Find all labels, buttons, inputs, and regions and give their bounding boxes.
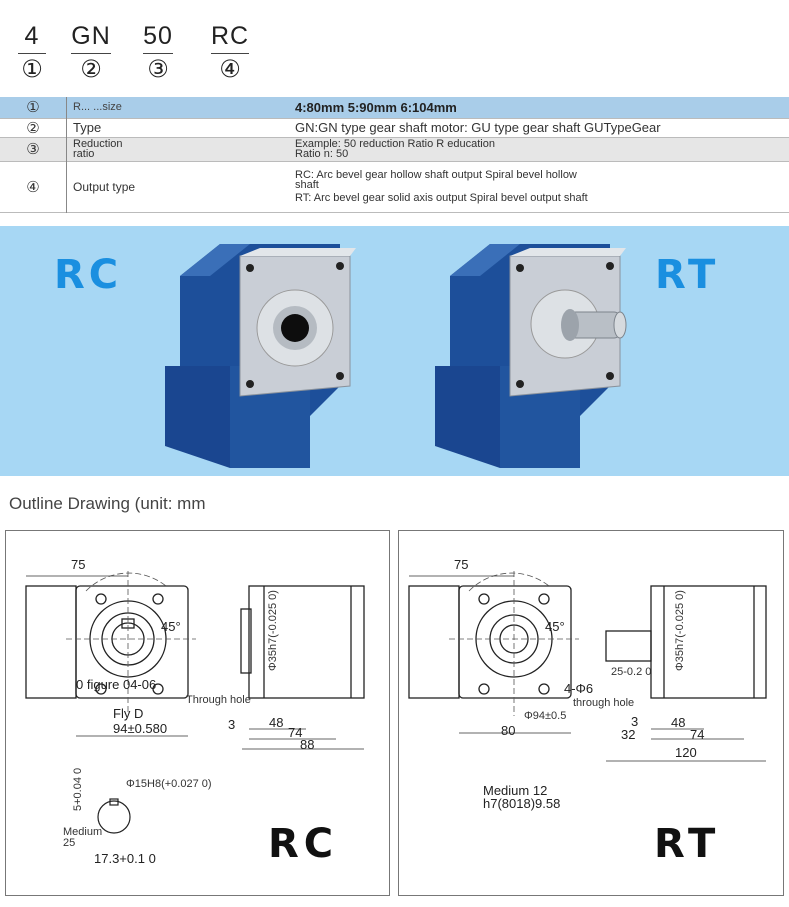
- rc-outline-panel: 75 45° Φ35h7(-0.025 0) 0 figure 04-06 Th…: [5, 530, 390, 896]
- row-value: GN:GN type gear shaft motor: GU type gea…: [295, 120, 661, 135]
- fly-d-label: Fly D: [113, 706, 143, 721]
- code-value: 4: [18, 22, 46, 54]
- dim-75: 75: [454, 557, 468, 572]
- code-index: ③: [147, 56, 169, 83]
- value-line: Example: 50 reduction Ratio R education: [295, 138, 495, 150]
- code-index: ①: [21, 56, 43, 83]
- rc-drawing-label: RC: [268, 821, 338, 867]
- code-value: RC: [210, 22, 250, 54]
- dim-74: 74: [288, 725, 302, 740]
- row-value: RC: Arc bevel gear hollow shaft output S…: [289, 161, 789, 212]
- medium-line: Medium 12: [483, 783, 547, 798]
- code-value: 50: [143, 22, 173, 54]
- dim-80: 80: [501, 723, 515, 738]
- dim-48: 48: [269, 715, 283, 730]
- dim-shaft-dia: Φ35h7(-0.025 0): [674, 590, 686, 671]
- holes-spec: 4-Φ6: [564, 681, 593, 696]
- key-depth: 17.3+0.1 0: [94, 851, 156, 866]
- dim-3: 3: [228, 717, 235, 732]
- spec-row: ④ Output type RC: Arc bevel gear hollow …: [0, 161, 789, 212]
- dim-32: 32: [621, 727, 635, 742]
- code-part-3: 50 ③: [128, 22, 188, 84]
- code-part-2: GN ②: [61, 22, 121, 84]
- row-label: Reduction ratio: [67, 137, 290, 161]
- dim-48: 48: [671, 715, 685, 730]
- pcd-value: Φ94±0.5: [524, 710, 566, 722]
- code-value: GN: [71, 22, 111, 54]
- value-line: Ratio n: 50: [295, 148, 349, 160]
- dim-75: 75: [71, 557, 85, 572]
- code-index: ②: [80, 56, 102, 83]
- row-index: ①: [0, 97, 67, 118]
- row-value: 4:80mm 5:90mm 6:104mm: [295, 99, 457, 115]
- dim-74: 74: [690, 727, 704, 742]
- spec-table: ① R... ...size 4:80mm 5:90mm 6:104mm ② T…: [0, 97, 789, 213]
- spec-row: ③ Reduction ratio Example: 50 reduction …: [0, 137, 789, 161]
- rc-gearbox-image: [165, 244, 356, 468]
- medium-label: Medium: [63, 826, 102, 838]
- value-line: shaft: [295, 179, 319, 191]
- product-banner: RC RT: [0, 226, 789, 476]
- label-line: ratio: [73, 148, 95, 160]
- row-index: ②: [0, 118, 67, 137]
- row-value: Example: 50 reduction Ratio R education …: [289, 137, 789, 161]
- dim-angle: 45°: [161, 619, 181, 634]
- through-hole-note: through hole: [573, 697, 634, 709]
- pcd-value: 94±0.580: [113, 721, 167, 736]
- rt-outline-panel: 75 45° 4-Φ6 through hole Φ94±0.5 80 Φ35h…: [398, 530, 784, 896]
- rt-banner-label: RT: [655, 252, 720, 298]
- row-index: ③: [0, 137, 67, 161]
- row-index: ④: [0, 161, 67, 212]
- label-line: Reduction: [73, 138, 123, 150]
- figure-note: 0 figure 04-06: [76, 677, 156, 692]
- value-line: RC: Arc bevel gear hollow shaft output S…: [295, 169, 577, 181]
- row-label: Type: [73, 120, 102, 135]
- shaft-length: 25-0.2 0: [611, 666, 651, 678]
- dim-angle: 45°: [545, 619, 565, 634]
- key-width: 5+0.04 0: [72, 768, 84, 811]
- dim-120: 120: [675, 745, 697, 760]
- dim-shaft-dia: Φ35h7(-0.025 0): [267, 590, 279, 671]
- keyway-dia: Φ15H8(+0.027 0): [126, 778, 212, 790]
- spec-row: ② Type GN:GN type gear shaft motor: GU t…: [0, 118, 789, 137]
- row-label: R... ...size: [73, 101, 122, 114]
- rt-drawing: 75 45° 4-Φ6 through hole Φ94±0.5 80 Φ35h…: [408, 557, 767, 867]
- dim-88: 88: [300, 737, 314, 752]
- outline-drawing-title: Outline Drawing (unit: mm: [9, 494, 206, 513]
- rt-gearbox-image: [435, 244, 627, 468]
- code-index: ④: [219, 56, 241, 83]
- rc-drawing: 75 45° Φ35h7(-0.025 0) 0 figure 04-06 Th…: [25, 557, 365, 867]
- rc-banner-label: RC: [54, 252, 123, 298]
- rt-drawing-label: RT: [654, 821, 720, 867]
- spec-row: ① R... ...size 4:80mm 5:90mm 6:104mm: [0, 97, 789, 118]
- value-line: RT: Arc bevel gear solid axis output Spi…: [295, 192, 588, 204]
- medium-value: 25: [63, 837, 75, 849]
- code-part-1: 4 ①: [2, 22, 62, 84]
- medium-line: h7(8018)9.58: [483, 796, 560, 811]
- row-label: Output type: [73, 179, 136, 194]
- code-part-4: RC ④: [200, 22, 260, 84]
- through-hole-note: Through hole: [186, 694, 251, 706]
- dim-3: 3: [631, 714, 638, 729]
